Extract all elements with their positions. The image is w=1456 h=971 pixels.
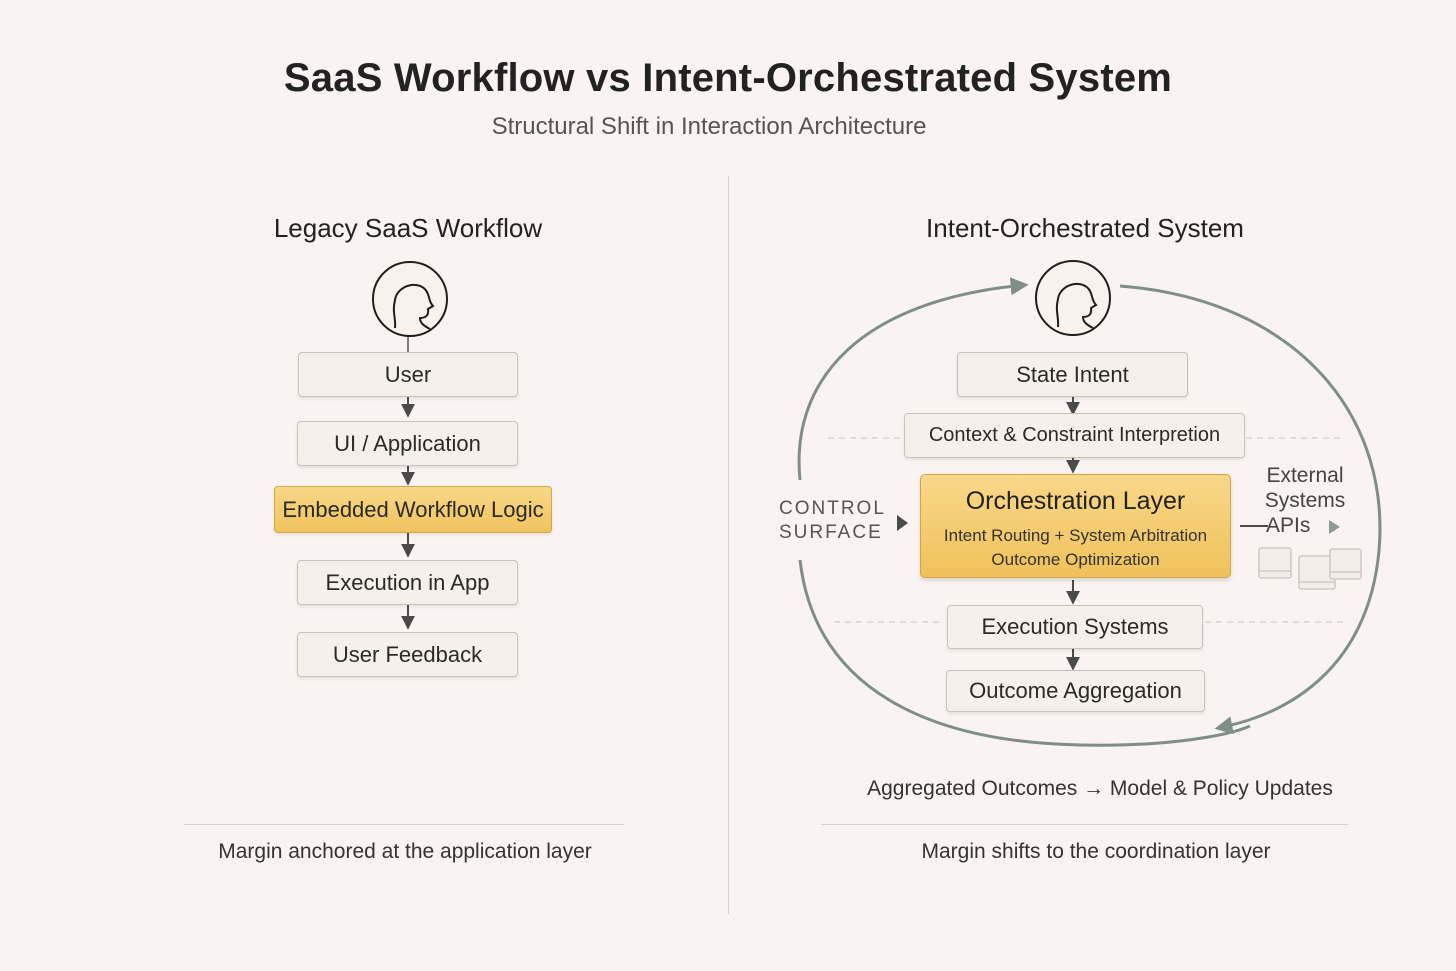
step-execution-in-app: Execution in App <box>297 560 518 605</box>
step-outcome-aggregation: Outcome Aggregation <box>946 670 1205 712</box>
step-user: User <box>298 352 518 397</box>
feedback-note: Aggregated Outcomes → Model & Policy Upd… <box>867 777 1333 800</box>
orchestration-line-1: Intent Routing + System Arbitration <box>943 526 1208 545</box>
right-column-title: Intent-Orchestrated System <box>926 213 1244 243</box>
orchestration-line-2: Outcome Optimization <box>991 550 1160 569</box>
step-user-feedback: User Feedback <box>297 632 518 677</box>
control-arrow-icon <box>897 515 908 531</box>
right-footer-note: Margin shifts to the coordination layer <box>921 840 1271 863</box>
orchestration-layer: Orchestration Layer Intent Routing + Sys… <box>920 474 1231 578</box>
left-footer-note: Margin anchored at the application layer <box>218 840 592 863</box>
orchestration-title: Orchestration Layer <box>965 487 1186 515</box>
page-title: SaaS Workflow vs Intent-Orchestrated Sys… <box>283 56 1173 100</box>
step-embedded-workflow-logic: Embedded Workflow Logic <box>274 486 552 533</box>
step-execution-systems: Execution Systems <box>947 605 1203 649</box>
step-context-interpretation: Context & Constraint Interpretion <box>904 413 1245 458</box>
external-system-cards <box>1258 547 1362 590</box>
page-subtitle: Structural Shift in Interaction Architec… <box>491 113 927 140</box>
feedback-loop <box>797 277 1382 747</box>
center-divider <box>728 176 729 914</box>
layer-guides <box>828 437 1348 623</box>
user-avatar-icon <box>372 261 448 337</box>
left-footer-rule <box>184 824 624 825</box>
step-ui-application: UI / Application <box>297 421 518 466</box>
api-arrow-icon <box>1329 520 1340 534</box>
step-state-intent: State Intent <box>957 352 1188 397</box>
right-footer-rule <box>821 824 1348 825</box>
external-systems-label: External Systems APIs <box>1264 464 1346 537</box>
control-surface-label: CONTROL SURFACE <box>779 498 886 543</box>
intent-user-avatar-icon <box>1035 260 1111 336</box>
left-column-title: Legacy SaaS Workflow <box>273 213 543 243</box>
